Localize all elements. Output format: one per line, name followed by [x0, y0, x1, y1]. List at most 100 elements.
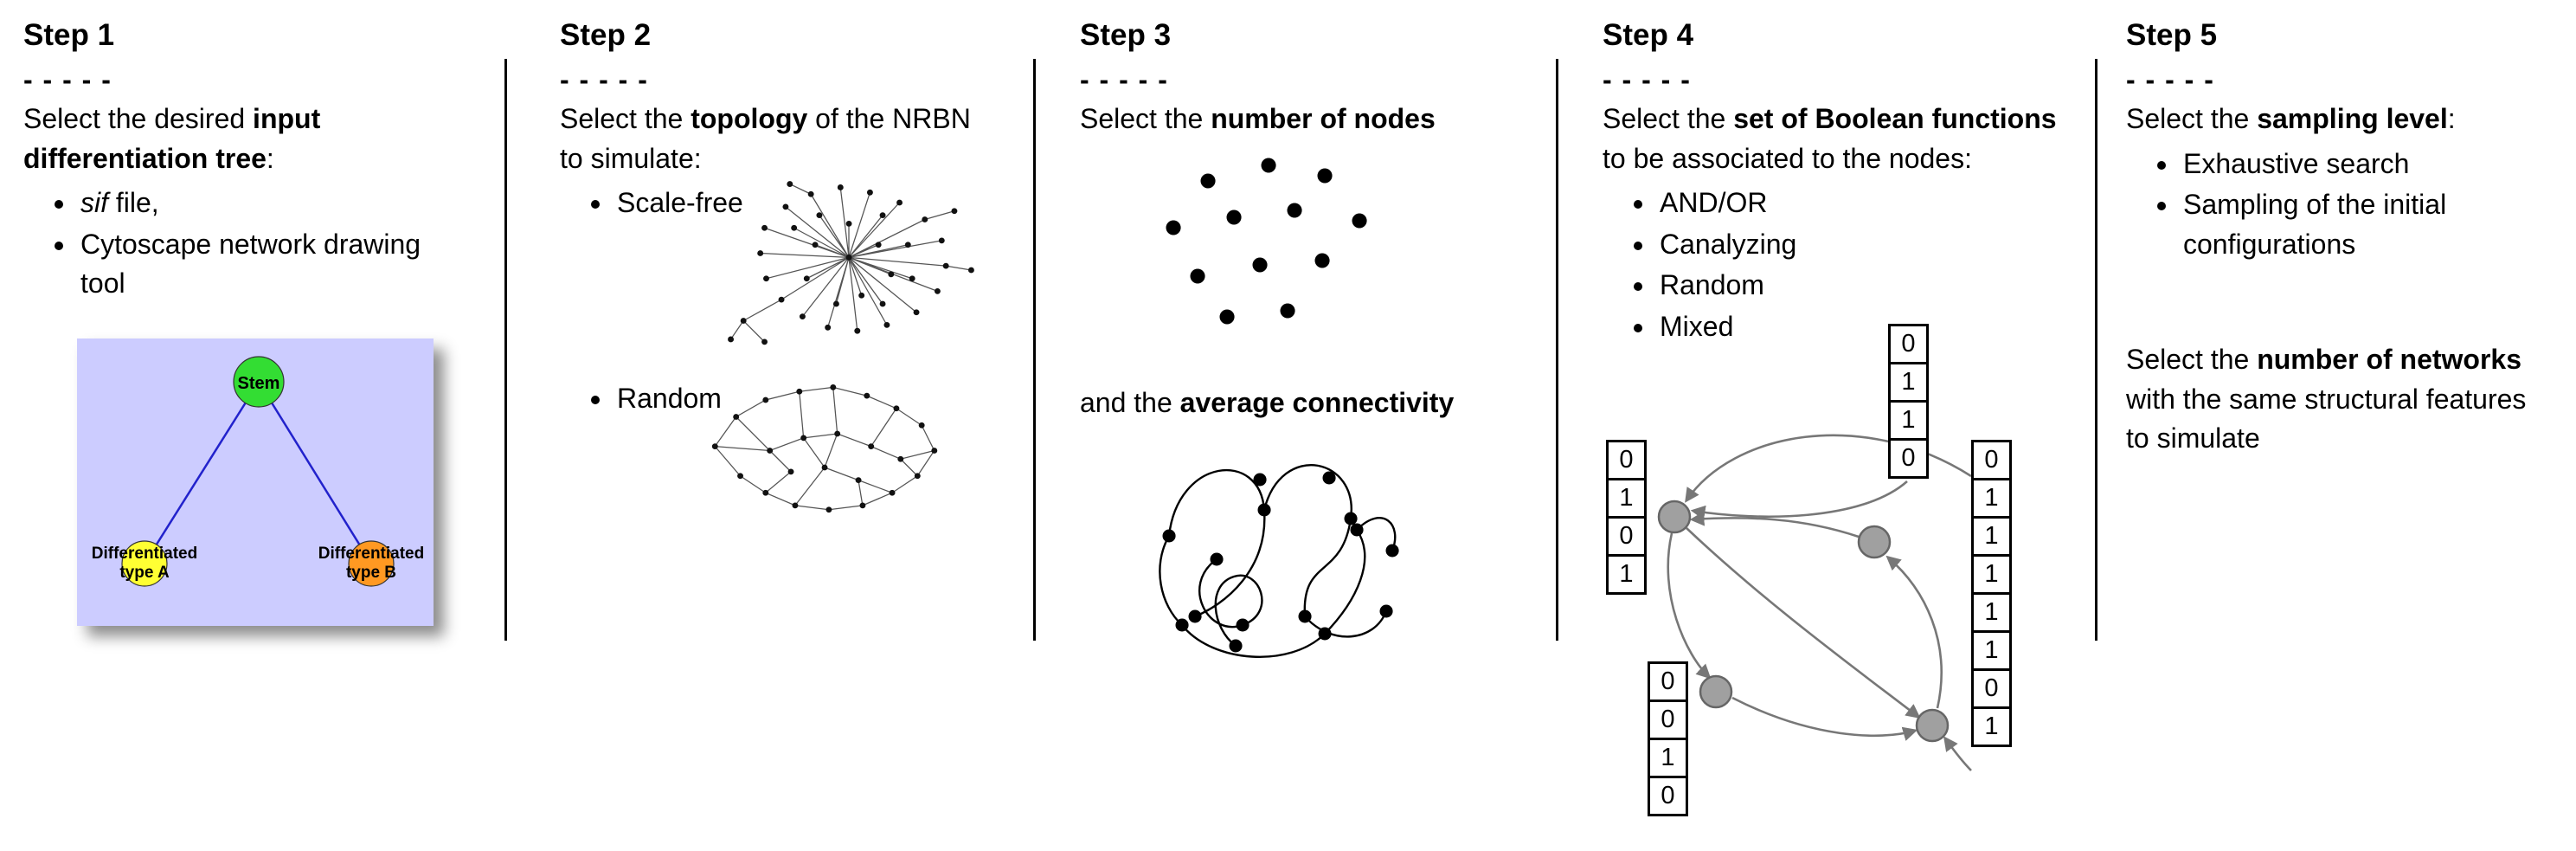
scale-free-network-illustration [728, 180, 974, 345]
step2-intro-pre: Select the [560, 103, 691, 135]
step5-bullet-list: Exhaustive search Sampling of the initia… [2126, 145, 2537, 264]
step4-intro-bold: set of Boolean functions [1733, 103, 2057, 135]
step2-intro-post: of the NRBN to simulate: [560, 103, 971, 174]
gene-node [1915, 708, 1950, 743]
step1-bullet-list: sif file, Cytoscape network drawing tool [23, 184, 482, 303]
stem-node-label: Stem [238, 374, 280, 393]
boolean-network-figure: 0 1 1 0 0 1 0 1 0 0 1 0 0 1 1 1 1 1 0 1 [1603, 303, 2035, 851]
step5-intro-bold: sampling level [2257, 103, 2448, 135]
step2-column: Step 2 - - - - - Select the topology of … [560, 17, 984, 535]
column-separator [2095, 59, 2097, 641]
step2-dashes: - - - - - [560, 64, 649, 95]
step5-bullet-exhaustive: Exhaustive search [2180, 145, 2537, 184]
connectivity-network-illustration [1159, 464, 1399, 659]
step5-intro-pre: Select the [2126, 103, 2258, 135]
truth-table-left: 0 1 0 1 [1606, 440, 1647, 595]
step4-bullet-list: AND/OR Canalyzing Random Mixed [1603, 184, 2074, 346]
step1-title: Step 1 [23, 18, 115, 52]
step5-title: Step 5 [2126, 18, 2218, 52]
differentiated-type-a-node [121, 540, 168, 587]
step2-bullet-list-2: Random [560, 379, 984, 418]
step3-connectivity-text: and the average connectivity [1080, 384, 1551, 422]
truth-table-cell: 1 [1971, 516, 2012, 557]
type-a-label-line1: Differentiated [92, 545, 197, 563]
scale-free-edges [729, 183, 972, 343]
step4-bullet-andor: AND/OR [1656, 184, 2074, 222]
step5-second-bold: number of networks [2257, 344, 2522, 376]
step3-dashes: - - - - - [1080, 64, 1169, 95]
nodes-scatter-illustration [1166, 158, 1367, 325]
random-nodes [711, 384, 938, 513]
step5-networks-text: Select the number of networks with the s… [2126, 340, 2537, 458]
truth-table-cell: 0 [1606, 516, 1647, 557]
step1-dashes: - - - - - [23, 64, 112, 95]
step4-bullet-random: Random [1656, 266, 2074, 305]
truth-table-cell: 1 [1648, 738, 1688, 778]
truth-table-right: 0 1 1 1 1 1 0 1 [1971, 440, 2012, 747]
step4-intro-post: to be associated to the nodes: [1603, 142, 1972, 174]
truth-table-cell: 0 [1888, 438, 1929, 479]
truth-table-cell: 0 [1971, 440, 2012, 480]
step1-intro-post: : [266, 142, 274, 174]
truth-table-cell: 1 [1888, 400, 1929, 441]
scatter-dots [1166, 158, 1367, 325]
truth-table-cell: 1 [1971, 592, 2012, 633]
step4-bullet-canalyzing: Canalyzing [1656, 225, 2074, 264]
truth-table-cell: 0 [1648, 776, 1688, 816]
step1-bullet-sif-rest: file, [108, 187, 159, 219]
step2-intro: Select the topology of the NRBN to simul… [560, 100, 984, 178]
type-b-label-line1: Differentiated [318, 545, 424, 563]
step2-bullet-random: Random [613, 379, 984, 418]
column-separator [1556, 59, 1558, 641]
step3-column: Step 3 - - - - - Select the number of no… [1080, 17, 1551, 687]
random-network-illustration [711, 384, 938, 513]
step3-title: Step 3 [1080, 18, 1172, 52]
step5-intro-post: : [2447, 103, 2456, 135]
step3-intro-pre: Select the [1080, 103, 1211, 135]
step1-intro-pre: Select the desired [23, 103, 254, 135]
scale-free-nodes [728, 180, 974, 345]
step2-bullet-list: Scale-free [560, 184, 984, 222]
differentiated-type-b-node [348, 540, 395, 587]
truth-table-cell: 0 [1888, 324, 1929, 364]
column-separator [1033, 59, 1036, 641]
boolean-network-arrows [1667, 434, 1972, 771]
step2-title: Step 2 [560, 18, 652, 52]
step4-column: Step 4 - - - - - Select the set of Boole… [1603, 17, 2074, 851]
step1-intro: Select the desired input differentiation… [23, 100, 482, 178]
step5-column: Step 5 - - - - - Select the sampling lev… [2126, 17, 2537, 459]
truth-table-cell: 0 [1606, 440, 1647, 480]
step5-second-post: with the same structural features to sim… [2126, 383, 2527, 455]
step4-bullet-mixed: Mixed [1656, 307, 2074, 346]
gene-node [1657, 500, 1692, 534]
tangle-curves [1159, 464, 1397, 659]
truth-table-cell: 1 [1888, 362, 1929, 403]
step2-intro-bold: topology [691, 103, 808, 135]
step1-bullet-cytoscape: Cytoscape network drawing tool [77, 225, 423, 304]
step1-bullet-sif-italic: sif [80, 187, 108, 219]
step5-intro: Select the sampling level: [2126, 100, 2537, 139]
step3-second-pre: and the [1080, 386, 1180, 418]
step4-dashes: - - - - - [1603, 64, 1692, 95]
step3-intro: Select the number of nodes [1080, 100, 1551, 139]
truth-table-cell: 1 [1606, 478, 1647, 519]
random-edges [714, 386, 935, 511]
tangle-nodes [1162, 471, 1399, 653]
truth-table-cell: 1 [1971, 478, 2012, 519]
truth-table-cell: 1 [1971, 706, 2012, 747]
type-b-label-line2: type B [346, 564, 396, 582]
tree-edge-b [257, 380, 373, 564]
truth-table-cell: 0 [1648, 699, 1688, 740]
differentiation-tree-illustration: Stem Differentiated type A Differentiate… [77, 338, 434, 626]
step3-intro-bold: number of nodes [1211, 103, 1436, 135]
step2-bullet-scale-free: Scale-free [613, 184, 984, 222]
step5-bullet-sampling: Sampling of the initial configurations [2180, 185, 2537, 264]
truth-table-cell: 1 [1971, 630, 2012, 671]
step4-intro-pre: Select the [1603, 103, 1734, 135]
tree-edge-a [143, 380, 260, 564]
step4-intro: Select the set of Boolean functions to b… [1603, 100, 2074, 178]
step1-bullet-sif-file: sif file, [77, 184, 423, 222]
truth-table-cell: 1 [1971, 554, 2012, 595]
step1-column: Step 1 - - - - - Select the desired inpu… [23, 17, 482, 626]
truth-table-cell: 0 [1971, 668, 2012, 709]
